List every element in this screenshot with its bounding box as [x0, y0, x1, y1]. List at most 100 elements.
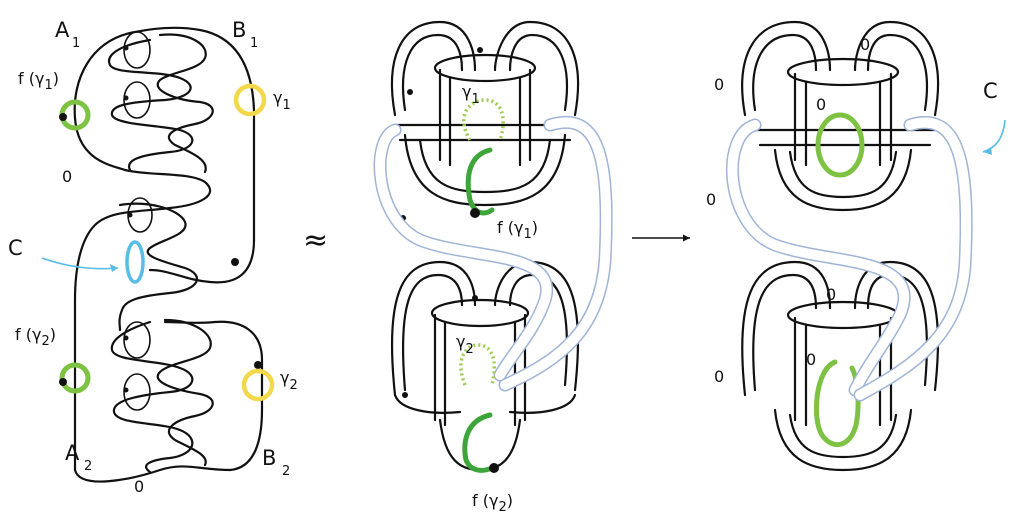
dot-marker: [231, 258, 239, 266]
right-bottom-cup-inner: [788, 413, 898, 459]
f-gamma2-circle: [59, 362, 91, 394]
mid-top-columns: [438, 68, 532, 167]
dot-marker: [489, 463, 499, 473]
label-f-g2: f (γ2): [15, 325, 56, 349]
right-top-disk: [786, 57, 900, 87]
c-curve-circle: [125, 240, 145, 284]
dot-marker: [477, 47, 483, 53]
right-panel: 0 0 0 0 0 0 0 C: [706, 20, 1006, 472]
label-A1: A: [55, 18, 70, 42]
mid-top-cup-inner: [418, 138, 552, 194]
mid-bottom-left-handle: [390, 260, 477, 397]
a2-zigzag: [110, 320, 194, 474]
mid-top-cup: [403, 133, 567, 207]
c-arrow: [41, 257, 119, 270]
dot-marker: [123, 45, 129, 51]
mid-label-g1: γ1: [462, 82, 480, 107]
dot-marker: [123, 95, 129, 101]
right-bottom-left-handle-inner: [752, 273, 818, 392]
mid-top-left-handle: [390, 20, 477, 117]
dot-marker: [59, 378, 67, 386]
right-label-zero-inner-top: 0: [816, 95, 826, 114]
right-label-C: C: [983, 79, 998, 103]
right-label-zero-inner-bottom: 0: [806, 350, 816, 369]
dot-marker: [470, 208, 480, 218]
label-B2: B: [262, 446, 276, 470]
dot-marker: [472, 295, 478, 301]
right-top-right-handle: [853, 20, 940, 117]
right-top-columns: [793, 72, 893, 167]
right-bottom-cup: [773, 408, 913, 472]
label-B1: B: [232, 18, 246, 42]
mid-top-right-handle: [493, 20, 580, 117]
label-A2-sub: 2: [84, 459, 92, 474]
label-g1: γ1: [273, 88, 291, 113]
gamma1-circle: [233, 83, 267, 117]
mid-top-right-handle-inner: [508, 33, 569, 112]
label-f-g1: f (γ1): [18, 69, 59, 93]
left-panel: A 1 B 1 f (γ1) γ1 0 C f (γ2) γ2 A 2 B 2 …: [8, 18, 298, 496]
right-label-zero-left-top: 0: [714, 75, 724, 94]
mid-gamma1-dotted: [462, 98, 505, 141]
dot-marker: [59, 113, 67, 121]
mid-label-f-g2: f (γ2): [472, 491, 513, 515]
a1-zigzag: [107, 38, 194, 172]
mid-bottom-columns: [433, 313, 527, 427]
right-label-zero-left-bottom: 0: [714, 367, 724, 386]
mid-label-g2: γ2: [456, 332, 474, 357]
right-bottom-left-handle: [741, 260, 832, 397]
right-bottom-green-curve: [813, 359, 861, 447]
mid-bottom-lip: [393, 393, 577, 414]
mid-label-f-g1: f (γ1): [497, 218, 538, 242]
right-top-cup-inner: [788, 150, 898, 199]
dot-marker: [402, 392, 408, 398]
left-upper-strand: [73, 116, 212, 472]
right-top-left-handle: [741, 20, 832, 117]
right-top-cup: [773, 148, 913, 212]
right-label-zero-top: 0: [860, 35, 870, 54]
right-bottom-columns: [793, 316, 893, 427]
dot-marker: [127, 212, 133, 218]
label-g2: γ2: [280, 368, 298, 393]
dotted-circle-a1-1: [123, 31, 151, 69]
right-label-zero-band: 0: [706, 190, 716, 209]
bottom-outer-strand: [73, 320, 264, 483]
b2-zigzag: [156, 318, 214, 467]
top-outer-strand: [73, 26, 256, 242]
label-A1-sub: 1: [72, 36, 80, 51]
middle-strand: [148, 238, 256, 284]
right-top-left-handle-inner: [752, 33, 818, 112]
approx-symbol: ≈: [303, 223, 328, 258]
middle-panel: γ1 f (γ1) γ2 f (γ2): [373, 20, 613, 515]
dotted-circle-a1-2: [123, 81, 151, 119]
mid-top-disk: [433, 53, 537, 83]
mid-top-left-handle-inner: [401, 33, 464, 112]
right-c-arrow: [982, 119, 1006, 153]
label-C: C: [8, 236, 23, 260]
dotted-circle-a2-2: [123, 373, 151, 411]
right-bottom-disk: [786, 300, 900, 330]
dot-marker: [407, 89, 413, 95]
label-B1-sub: 1: [250, 36, 258, 51]
transition-arrowhead: [683, 234, 690, 242]
dot-marker: [254, 361, 262, 369]
b1-zigzag: [156, 33, 214, 174]
mid-bottom-left-handle-inner: [402, 273, 464, 392]
right-label-zero-bottom-top: 0: [826, 285, 836, 304]
dot-marker: [123, 335, 129, 341]
label-zero-top: 0: [62, 167, 72, 186]
label-A2: A: [65, 441, 80, 465]
mid-f-gamma2-curve: [462, 412, 495, 473]
right-top-green-circle: [815, 112, 865, 178]
dotted-circle-a2-1: [123, 321, 151, 359]
right-top-right-handle-inner: [866, 33, 929, 112]
right-top-bar: [753, 128, 937, 147]
mid-bottom-cup: [438, 418, 522, 472]
c-arrowhead: [110, 264, 118, 272]
label-zero-bottom: 0: [134, 477, 144, 496]
middle-zigzag: [118, 202, 198, 332]
gamma2-circle: [241, 368, 275, 402]
mid-bottom-disk: [430, 298, 530, 328]
